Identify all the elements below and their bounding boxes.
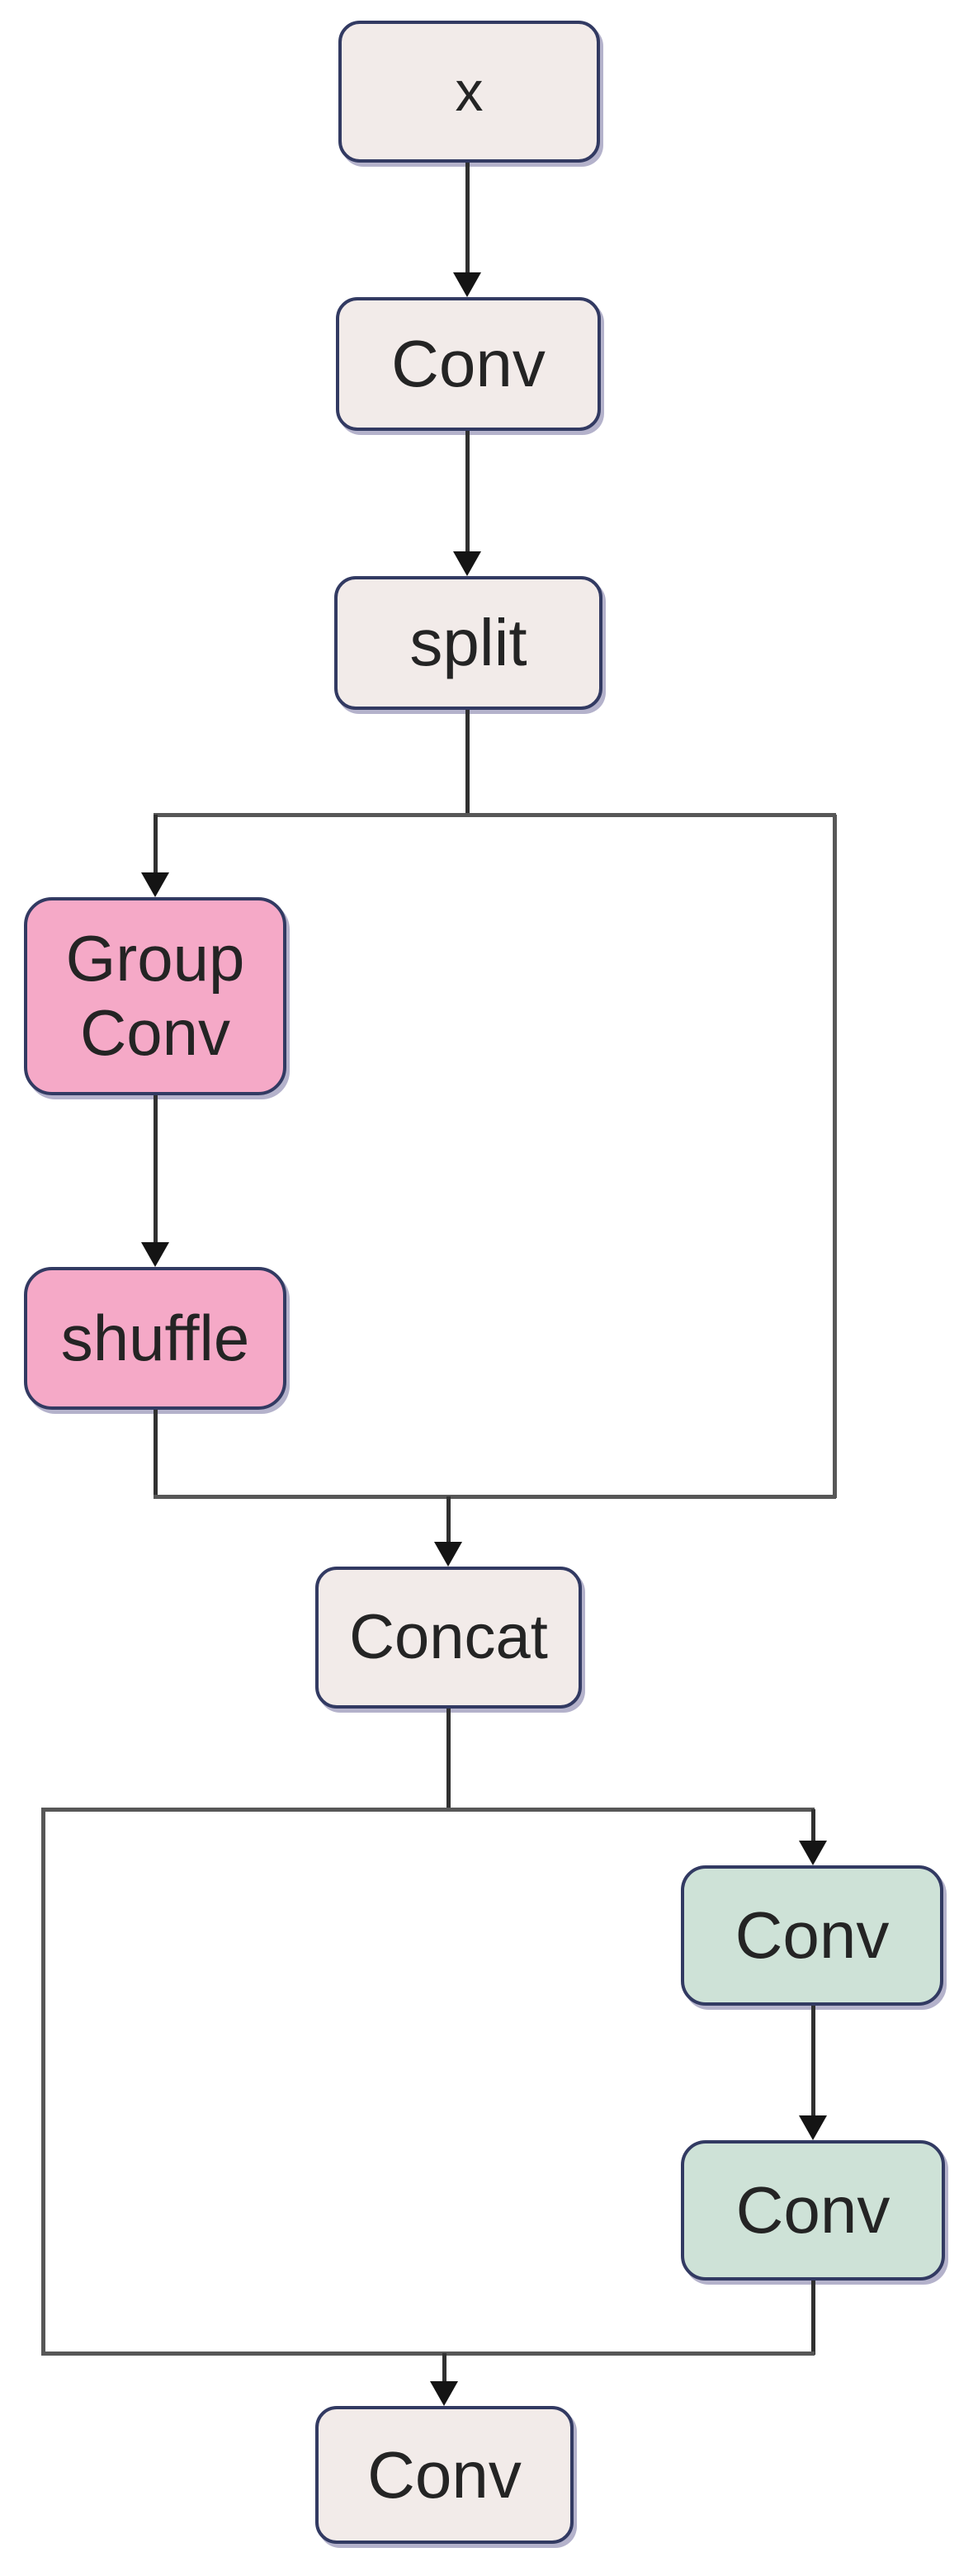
connector-groupconv-to-shuffle-arrowhead-icon (141, 1242, 169, 1267)
node-conv-top-label: Conv (391, 327, 546, 400)
node-conv-output-label: Conv (367, 2437, 522, 2512)
connector-branch-to-groupconv-shaft (154, 815, 158, 874)
connector-branch2-to-conv1-shaft (811, 1809, 815, 1842)
connector-conv1-to-conv2-shaft (811, 2006, 815, 2117)
connector-conv2-stem (811, 2281, 815, 2355)
connector-shuffle-stem (154, 1410, 158, 1498)
node-shuffle: shuffle (24, 1267, 286, 1410)
node-split: split (334, 576, 602, 710)
connector-merge-to-concat-shaft (446, 1496, 451, 1543)
split-branch-bar (154, 813, 836, 817)
node-group-conv-label: Group Conv (65, 922, 245, 1069)
connector-merge2-to-output-shaft (442, 2353, 446, 2383)
merge-bar-2 (41, 2351, 815, 2356)
connector-conv-to-split-arrowhead-icon (453, 551, 481, 576)
node-group-conv: Group Conv (24, 897, 286, 1095)
connector-branch-to-groupconv-arrowhead-icon (141, 872, 169, 897)
node-conv-top: Conv (336, 297, 601, 431)
connector-x-to-conv-shaft (465, 163, 470, 274)
connector-split-stem (465, 710, 470, 817)
node-split-label: split (409, 606, 527, 679)
node-concat: Concat (315, 1567, 582, 1709)
connector-conv-to-split-shaft (465, 431, 470, 553)
connector-merge-to-concat-arrowhead-icon (434, 1542, 462, 1567)
skip-connection-right (833, 815, 837, 1498)
connector-conv1-to-conv2-arrowhead-icon (799, 2115, 827, 2140)
node-input-x: x (338, 21, 600, 163)
node-conv-branch-1-label: Conv (735, 1898, 890, 1972)
node-conv-branch-2-label: Conv (735, 2173, 890, 2247)
node-conv-output: Conv (315, 2406, 574, 2544)
split-branch-bar-2 (41, 1808, 815, 1812)
connector-branch2-to-conv1-arrowhead-icon (799, 1841, 827, 1865)
node-conv-branch-2: Conv (681, 2140, 945, 2281)
node-input-x-label: x (455, 59, 484, 123)
connector-x-to-conv-arrowhead-icon (453, 272, 481, 297)
node-shuffle-label: shuffle (60, 1301, 250, 1374)
node-concat-label: Concat (349, 1602, 548, 1673)
connector-concat-stem (446, 1709, 451, 1811)
node-conv-branch-1: Conv (681, 1865, 943, 2006)
merge-bar-1 (154, 1495, 836, 1499)
connector-groupconv-to-shuffle-shaft (154, 1095, 158, 1244)
connector-merge2-to-output-arrowhead-icon (430, 2381, 458, 2406)
skip-connection-left (41, 1809, 45, 2355)
